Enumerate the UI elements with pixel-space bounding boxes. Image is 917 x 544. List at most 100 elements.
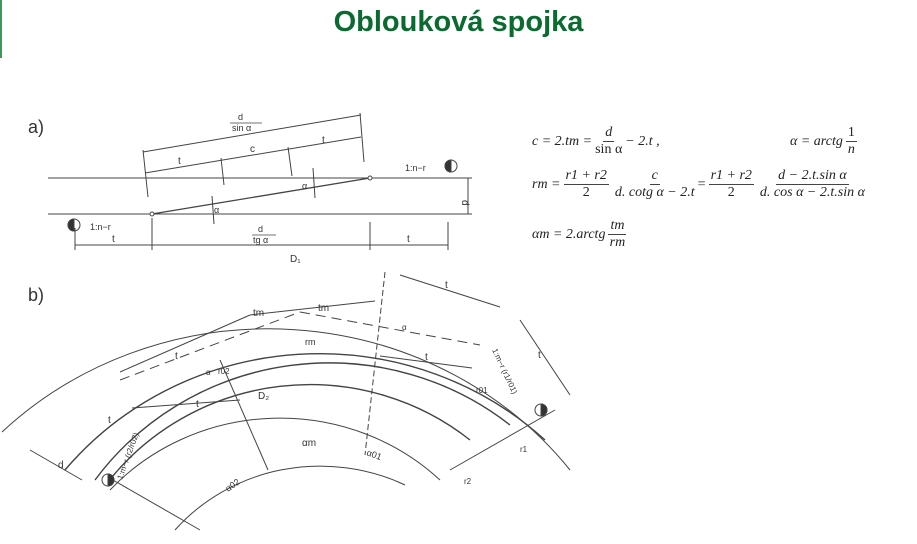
fraction-numerator: c [649,168,660,185]
formula-alpha-lhs: α = arctg [790,133,843,149]
d-over-sin-den: sin α [232,123,251,133]
fraction-denominator: n [847,142,855,157]
t-label: t [322,135,325,146]
r02-label: r02 [218,367,230,376]
dimension-t-right [399,274,501,308]
tangent-point [149,211,155,217]
r01-label: r01 [476,386,488,395]
extension-line [287,146,293,177]
extension-line [220,157,225,186]
tangent-line [299,311,481,346]
d-label: d [459,200,470,206]
D1-label: D₁ [290,254,301,265]
tm-label: tm [318,303,329,314]
arc-D2 [109,417,441,491]
alpha-02-label: α02 [223,477,241,494]
fraction-numerator: 1 [845,125,857,142]
alpha-01-label: α01 [365,447,383,462]
slide-title: Oblouková spojka [333,6,584,38]
alpha-label: α [302,181,307,191]
t-label: t [108,415,111,426]
track-arc-r1 [64,353,546,471]
benchmark-icon-fill [444,159,452,173]
fraction-numerator: d [603,125,615,142]
fraction-denominator: sin α [595,142,623,157]
slope-label-left: 1:n−r [90,222,111,232]
diagram-b: b) D₁ D₂ tm tm rm t t t t t t α α r02 r0… [1,254,571,531]
formula-rm-lhs: rm = [532,176,561,192]
tm-label: tm [253,308,264,319]
d-label: d [58,460,64,471]
alpha-label: α [214,205,219,215]
alpha-label: α [402,323,407,332]
extension-line [359,112,365,163]
radius-line [364,271,386,456]
dimension-d-sin [142,114,362,153]
fraction-numerator: tm [608,218,627,235]
alpha-arc-tick [312,167,316,199]
t-label: t [425,352,428,363]
benchmark-icon-fill [67,218,75,232]
rm-label: rm [305,337,316,347]
r1-label: r1 [520,445,528,454]
benchmark-icon-fill [540,403,548,417]
dimension-t-c-t [144,136,362,174]
t-label: t [538,350,541,361]
formula-c-lhs: c = 2.tm = [532,133,593,149]
angle-extension [112,479,201,531]
t-label: t [112,234,115,245]
t-label: t [196,399,199,410]
fraction-denominator: 2 [582,185,590,200]
d-over-tg-num: d [258,224,263,234]
r2-label: r2 [464,477,472,486]
formula-alpha-m-lhs: αm = 2.arctg [532,226,606,242]
D2-label: D₂ [258,391,269,402]
alpha-m-label: αm [302,438,316,449]
diagram-b-label: b) [28,285,44,305]
dimension-t-left [119,314,251,373]
dimension-t-inner [379,355,473,369]
alpha-arc-tick [211,195,215,225]
diagram-a: a) d sin α t c t α α d 1:n−r 1:n−r t [28,112,472,250]
d-over-sin-num: d [238,112,243,122]
slope-label-right: 1:n−r [405,163,426,173]
fraction-denominator: rm [609,235,626,250]
dimension-t-far [519,319,571,396]
t-label: t [178,156,181,167]
fraction-numerator: r1 + r2 [708,168,754,185]
dimension-d [29,449,83,481]
benchmark-icon-fill [107,473,115,487]
t-label: t [407,234,410,245]
connecting-track-line [151,177,371,215]
slide-edge-line [0,0,2,58]
slope-label-right: 1:m−r (r1/r01) [490,347,519,396]
tangent-line [119,311,301,381]
dimension-t-inner [131,399,241,409]
extension-line [142,149,149,198]
dimension-tm [249,300,376,316]
outer-arc-D1 [1,328,571,471]
d-over-tg-den: tg α [253,235,268,245]
track-arc-r2 [107,383,471,483]
c-label: c [250,144,255,155]
fraction-numerator: d − 2.t.sin α [776,168,849,185]
formula-c-rest: − 2.t , [625,133,660,149]
diagram-a-label: a) [28,117,44,137]
t-label: t [175,351,178,362]
alpha-label: α [206,368,211,377]
radius-line [219,359,269,471]
fraction-numerator: r1 + r2 [563,168,609,185]
fraction-denominator: d. cos α − 2.t.sin α [759,185,865,200]
track-arc-rm [94,362,511,481]
angle-extension [449,409,556,471]
equals-sign: = [697,176,706,192]
t-label: t [445,280,448,291]
fraction-denominator: d. cotg α − 2.t [614,185,695,200]
fraction-denominator: 2 [727,185,735,200]
tangent-point [367,175,373,181]
